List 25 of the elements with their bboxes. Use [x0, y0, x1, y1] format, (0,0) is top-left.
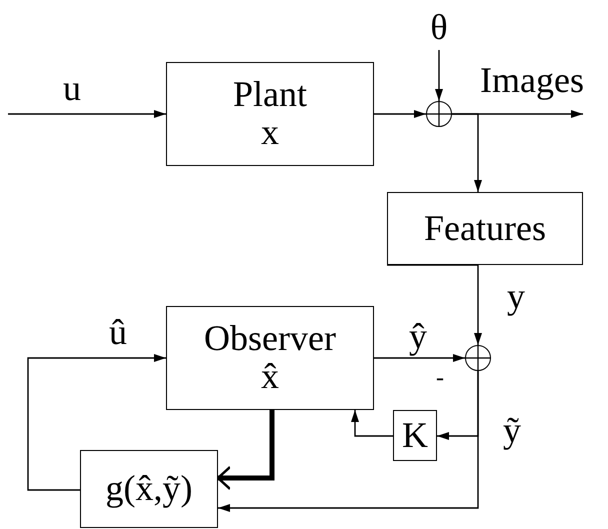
features-block [387, 192, 583, 265]
arrow [452, 113, 482, 192]
arrow [351, 410, 393, 437]
arrow [435, 50, 443, 101]
observer-block [166, 306, 374, 410]
arrow [216, 410, 274, 490]
minus-sign: - [436, 366, 444, 390]
arrow [387, 264, 482, 345]
signal-label: ỹ [503, 412, 521, 448]
state-label: x̂ [261, 358, 279, 396]
arrow [374, 354, 465, 362]
block-title: Plant [232, 76, 307, 114]
block-title: Observer [204, 320, 336, 358]
arrow [218, 371, 479, 512]
plant-block [166, 62, 374, 166]
arrow [27, 354, 166, 491]
block-title: g(x̂,ỹ) [106, 470, 192, 508]
block-title: θ [430, 9, 448, 47]
block-title: K [402, 416, 428, 454]
function-block [80, 450, 218, 528]
arrow [8, 110, 166, 118]
gain-block [393, 410, 437, 461]
block-title: Features [424, 210, 546, 248]
arrow [374, 110, 426, 118]
state-label: x [261, 114, 279, 152]
